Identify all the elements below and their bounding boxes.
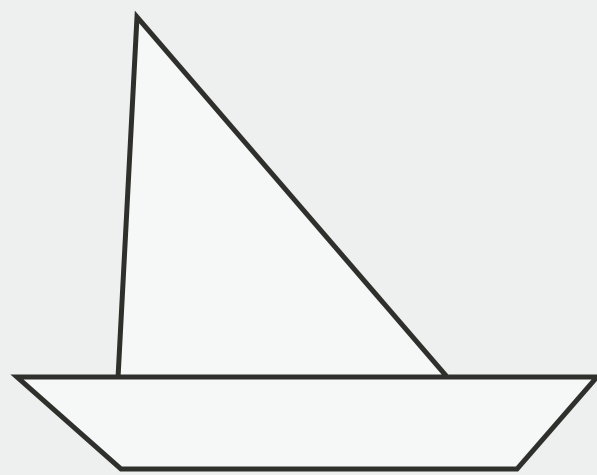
hull — [17, 377, 597, 469]
